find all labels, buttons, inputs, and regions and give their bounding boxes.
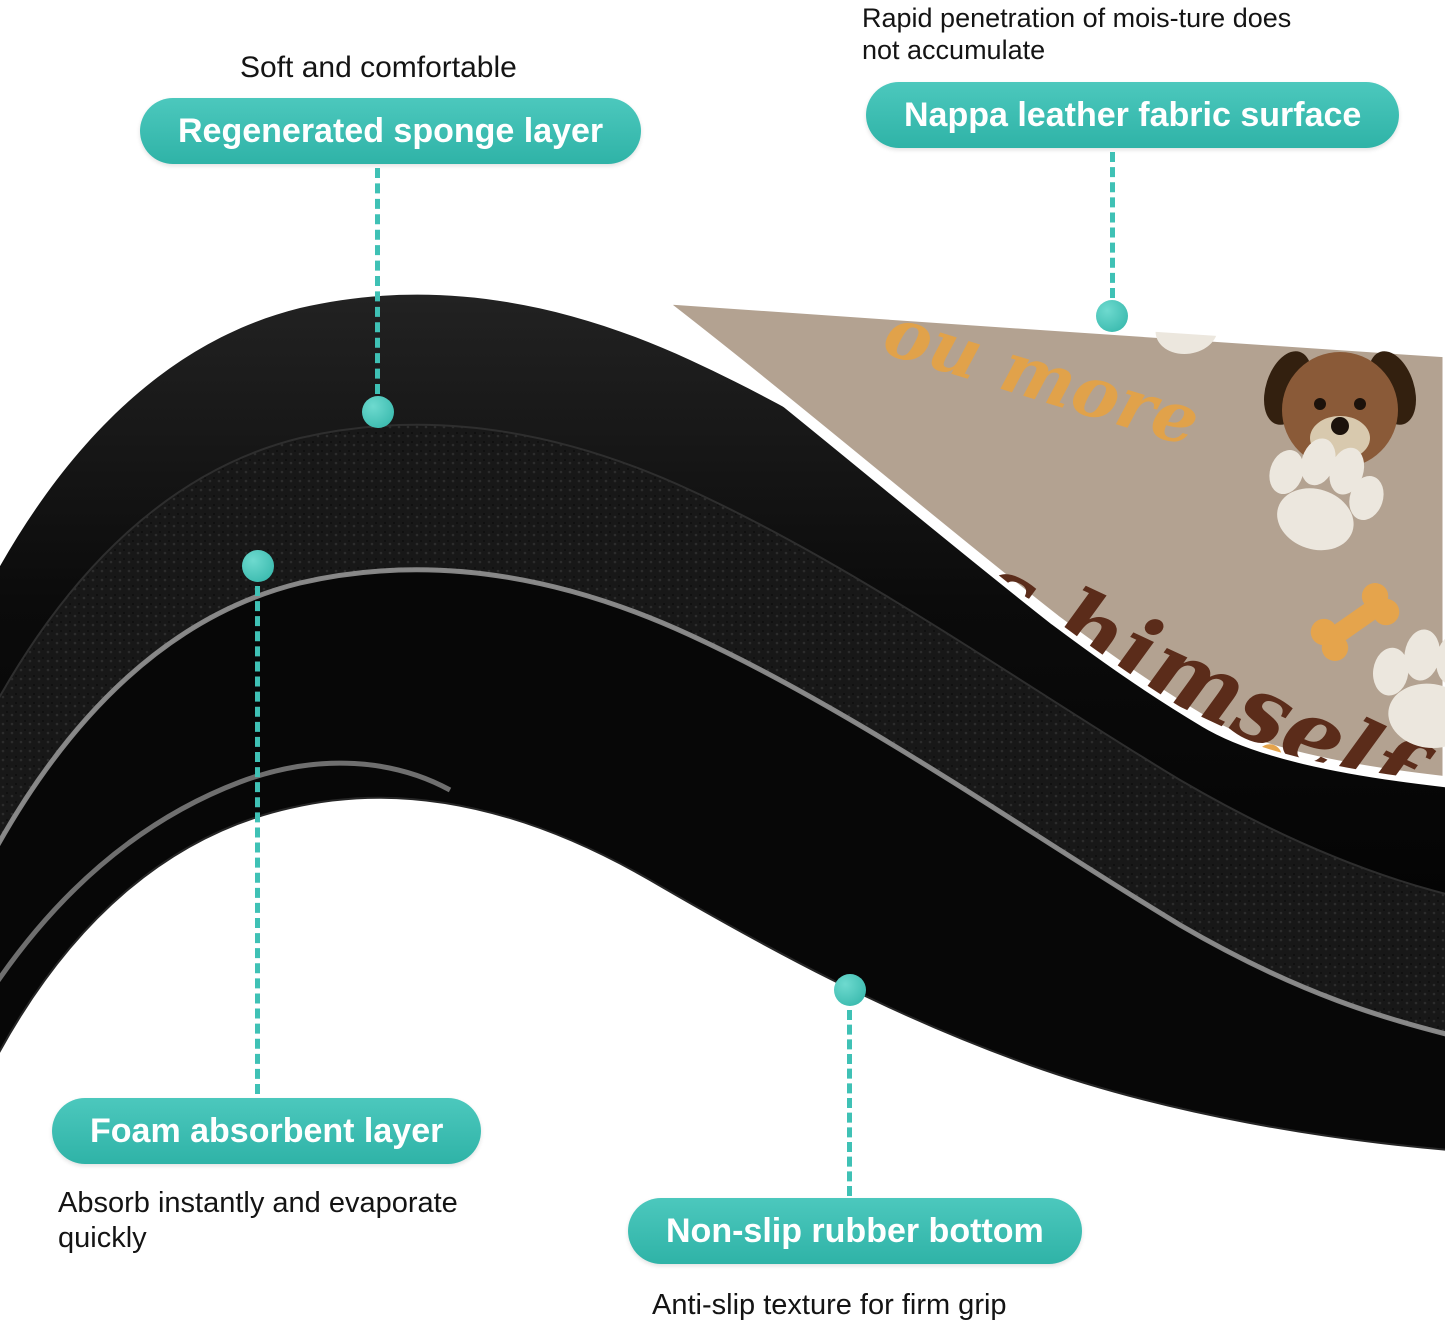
- rubber-label-text: Non-slip rubber bottom: [666, 1211, 1044, 1250]
- surface-label-pill: Nappa leather fabric surface: [866, 82, 1400, 148]
- rubber-edge-highlight: [0, 567, 1445, 1037]
- foam-note-line2: quickly: [58, 1221, 147, 1254]
- foam-label-text: Foam absorbent layer: [90, 1111, 444, 1150]
- sponge-note: Soft and comfortable: [240, 51, 517, 84]
- sponge-label-text: Regenerated sponge layer: [178, 111, 604, 150]
- bone-icon: [1310, 583, 1400, 661]
- surface-note-line2: not accumulate: [862, 35, 1046, 66]
- paw-icon: [1269, 438, 1384, 551]
- surface-leader-dot: [1096, 300, 1128, 332]
- sponge-label-pill: Regenerated sponge layer: [140, 98, 642, 164]
- surface-label-text: Nappa leather fabric surface: [904, 95, 1362, 134]
- foam-label-pill: Foam absorbent layer: [52, 1098, 482, 1164]
- fabric-surface: [649, 292, 1445, 788]
- foam-leader-line: [255, 586, 260, 1094]
- rubber-label-pill: Non-slip rubber bottom: [628, 1198, 1082, 1264]
- surface-leader-line: [1110, 152, 1115, 298]
- rubber-leader-dot: [834, 974, 866, 1006]
- sponge-leader-line: [375, 168, 380, 394]
- rubber-note: Anti-slip texture for firm grip: [652, 1289, 1007, 1321]
- inner-edge-highlight: [0, 760, 452, 983]
- rubber-leader-line: [847, 1010, 852, 1196]
- surface-note-line1: Rapid penetration of mois-ture does: [862, 3, 1292, 33]
- surface-note: Rapid penetration of mois-ture does not …: [862, 2, 1291, 67]
- foam-note-line1: Absorb instantly and evaporate: [58, 1187, 458, 1219]
- foam-note: Absorb instantly and evaporate quickly: [58, 1186, 458, 1256]
- sponge-leader-dot: [362, 396, 394, 428]
- foam-leader-dot: [242, 550, 274, 582]
